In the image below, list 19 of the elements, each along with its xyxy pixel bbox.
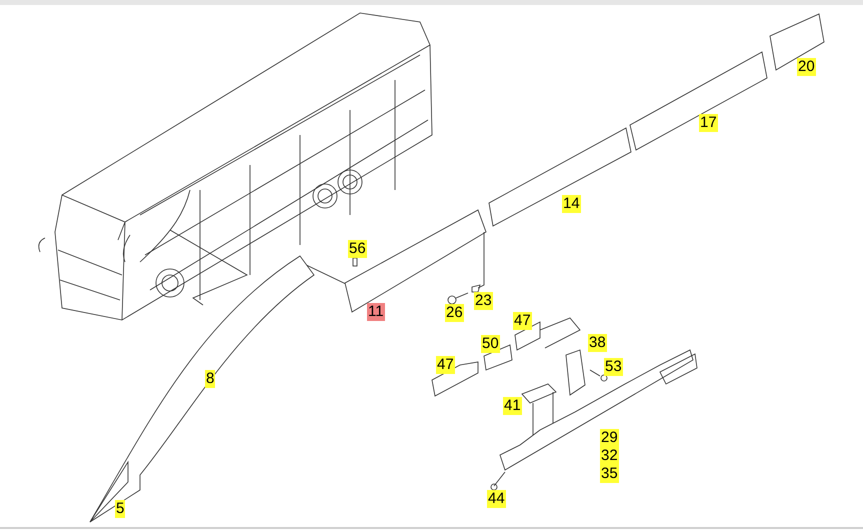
callout-number: 41: [503, 397, 522, 415]
callout-number: 14: [562, 195, 581, 213]
callout-number: 35: [600, 465, 619, 483]
callout-number: 32: [600, 447, 619, 465]
callout-number: 44: [487, 490, 506, 508]
callout-number: 47: [513, 312, 532, 330]
callout-number: 26: [445, 304, 464, 322]
callout-number: 8: [205, 370, 216, 388]
callout-number: 23: [474, 292, 493, 310]
callout-number: 56: [348, 240, 367, 258]
callout-number: 53: [604, 358, 623, 376]
callout-number: 17: [699, 114, 718, 132]
callout-number: 11: [367, 303, 385, 321]
callout-number: 20: [797, 58, 816, 76]
callout-number: 5: [115, 500, 126, 518]
callout-number: 47: [436, 356, 455, 374]
callout-number: 29: [600, 429, 619, 447]
callout-number: 38: [588, 334, 607, 352]
callout-number: 50: [481, 335, 500, 353]
